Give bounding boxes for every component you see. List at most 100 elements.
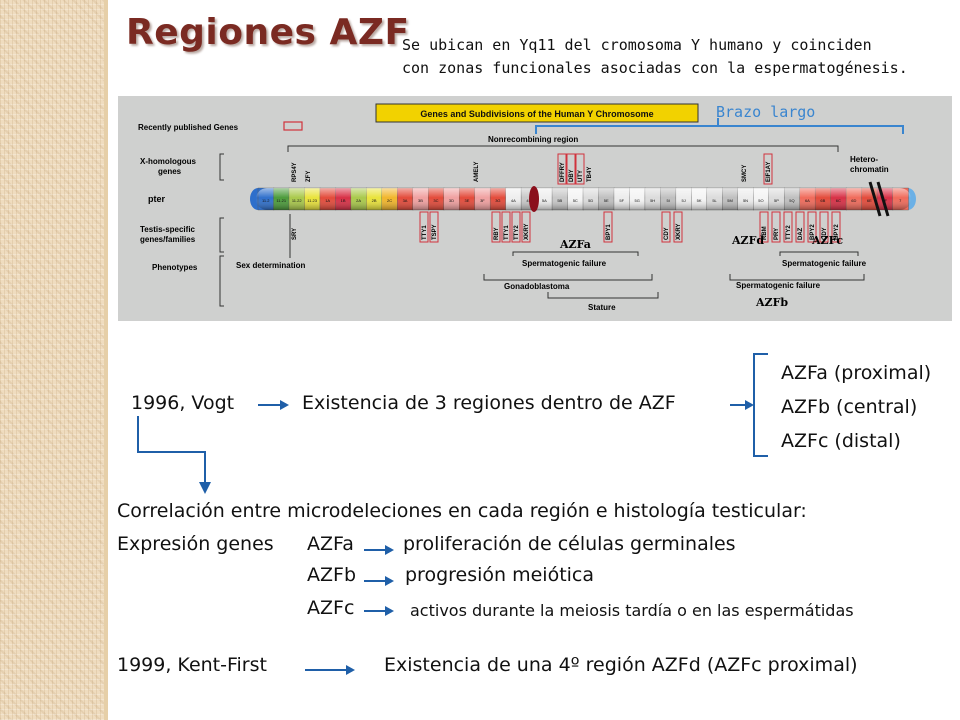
row-azfa-desc: proliferación de células germinales xyxy=(403,533,736,555)
arrow-right-icon xyxy=(305,665,355,675)
gene-label: BPY2 xyxy=(810,224,816,240)
gene-box xyxy=(661,211,671,243)
gene-box xyxy=(566,153,576,185)
right-brace-icon xyxy=(753,353,768,457)
gene-label: DBY xyxy=(569,169,575,182)
spermatogenic-failure-b: Spermatogenic failure xyxy=(736,281,821,290)
slide-title: Regiones AZF xyxy=(126,12,410,53)
gene-label: DFFRY xyxy=(560,162,566,182)
correlation-heading: Correlación entre microdeleciones en cad… xyxy=(117,500,807,522)
gene-label: CDY xyxy=(822,227,828,240)
gene-box xyxy=(795,211,805,243)
arrow-right-icon xyxy=(258,400,289,410)
elbow-arrow-icon xyxy=(137,416,211,494)
svg-text:X-homologous: X-homologous xyxy=(140,157,197,166)
svg-text:Hetero-: Hetero- xyxy=(850,155,878,164)
row-azfc-region: AZFc xyxy=(307,597,355,619)
gene-label: RBM xyxy=(762,226,768,240)
region-azfb: AZFb (central) xyxy=(781,396,918,418)
gene-box xyxy=(501,211,511,243)
gene-label: RBY xyxy=(494,227,500,240)
gene-box xyxy=(771,211,781,243)
recently-published-label: Recently published Genes xyxy=(138,123,239,132)
gene-box xyxy=(419,211,429,243)
gene-label: TTY2 xyxy=(514,225,520,240)
expresion-label: Expresión genes xyxy=(117,533,274,555)
gene-box xyxy=(557,153,567,185)
decorative-texture-strip xyxy=(0,0,104,720)
arrow-right-icon xyxy=(730,400,754,410)
gene-box xyxy=(491,211,501,243)
phenotypes-label: Phenotypes xyxy=(152,263,198,272)
gene-box xyxy=(807,211,817,243)
nonrecombining-label: Nonrecombining region xyxy=(488,135,578,144)
region-azfc: AZFc (distal) xyxy=(781,430,901,452)
gene-box xyxy=(819,211,829,243)
gene-box xyxy=(521,211,531,243)
gene-label: XKRY xyxy=(676,224,682,240)
stature-label: Stature xyxy=(588,303,616,312)
chromosome-diagram: Genes and Subdivisions of the Human Y Ch… xyxy=(138,103,916,312)
kent-statement: Existencia de una 4º región AZFd (AZFc p… xyxy=(384,654,858,676)
gene-label: ZFY xyxy=(306,171,312,182)
gene-label: EIF1AY xyxy=(766,162,772,182)
azfa-label: AZFa xyxy=(559,238,591,251)
gene-box xyxy=(759,211,769,243)
gene-box xyxy=(575,153,585,185)
gene-label: TTY1 xyxy=(504,225,510,240)
subtitle-line-1: Se ubican en Yq11 del cromosoma Y humano… xyxy=(402,36,872,54)
svg-text:Testis-specific: Testis-specific xyxy=(140,225,196,234)
row-azfa-region: AZFa xyxy=(307,533,354,555)
gene-label: DAZ xyxy=(798,227,804,240)
azfd-label: AZFd xyxy=(731,234,764,247)
gene-label: TB4Y xyxy=(587,167,593,182)
svg-text:genes: genes xyxy=(158,167,182,176)
svg-text:genes/families: genes/families xyxy=(140,235,196,244)
gene-label: TTY2 xyxy=(786,225,792,240)
sex-determination-label: Sex determination xyxy=(236,261,305,270)
gene-box xyxy=(763,153,773,185)
vogt-statement: Existencia de 3 regiones dentro de AZF xyxy=(302,392,676,414)
texture-edge xyxy=(104,0,108,720)
chromosome-figure: Genes and Subdivisions of the Human Y Ch… xyxy=(118,96,952,321)
row-azfb-region: AZFb xyxy=(307,564,357,586)
gene-box xyxy=(673,211,683,243)
gene-label: SRY xyxy=(292,228,298,240)
svg-text:chromatin: chromatin xyxy=(850,165,889,174)
gene-box xyxy=(603,211,613,243)
arrow-right-icon xyxy=(364,606,394,616)
gene-label: SMCY xyxy=(742,165,748,182)
arrow-right-icon xyxy=(364,545,394,555)
gene-label: TSPY xyxy=(432,224,438,240)
row-azfb-desc: progresión meiótica xyxy=(405,564,595,586)
slide-subtitle: Se ubican en Yq11 del cromosoma Y humano… xyxy=(402,34,908,80)
gene-box xyxy=(429,211,439,243)
azfb-label: AZFb xyxy=(755,296,788,309)
gene-label: BPY1 xyxy=(606,224,612,240)
gonadoblastoma-label: Gonadoblastoma xyxy=(504,282,570,291)
gene-label: XKRY xyxy=(524,224,530,240)
figure-header: Genes and Subdivisions of the Human Y Ch… xyxy=(420,109,653,119)
pter-label: pter xyxy=(148,194,166,204)
row-azfc-desc: activos durante la meiosis tardía o en l… xyxy=(410,601,854,620)
gene-label: CDY xyxy=(664,227,670,240)
genes-bottom: SRY TTY1 TSPY RBY TTY1 TTY2 XKRY BPY1 CDY XKRY RBM… xyxy=(292,211,841,243)
spermatogenic-failure-a: Spermatogenic failure xyxy=(522,259,607,268)
gene-label: RPS4Y xyxy=(292,162,298,182)
gene-box xyxy=(511,211,521,243)
arrow-right-icon xyxy=(364,576,394,586)
brazo-largo-label: Brazo largo xyxy=(716,103,816,121)
azfc-label: AZFc xyxy=(811,234,843,247)
vogt-year: 1996, Vogt xyxy=(131,392,235,414)
subtitle-line-2: con zonas funcionales asociadas con la e… xyxy=(402,59,908,77)
gene-label: UTY xyxy=(578,170,584,182)
spermatogenic-failure-c: Spermatogenic failure xyxy=(782,259,867,268)
gene-label: AMELY xyxy=(474,162,480,182)
gene-box xyxy=(783,211,793,243)
kent-year: 1999, Kent-First xyxy=(117,654,267,676)
gene-label: TTY1 xyxy=(422,225,428,240)
gene-box xyxy=(831,211,841,243)
gene-label: BPY2 xyxy=(834,224,840,240)
gene-label: PRY xyxy=(774,228,780,240)
